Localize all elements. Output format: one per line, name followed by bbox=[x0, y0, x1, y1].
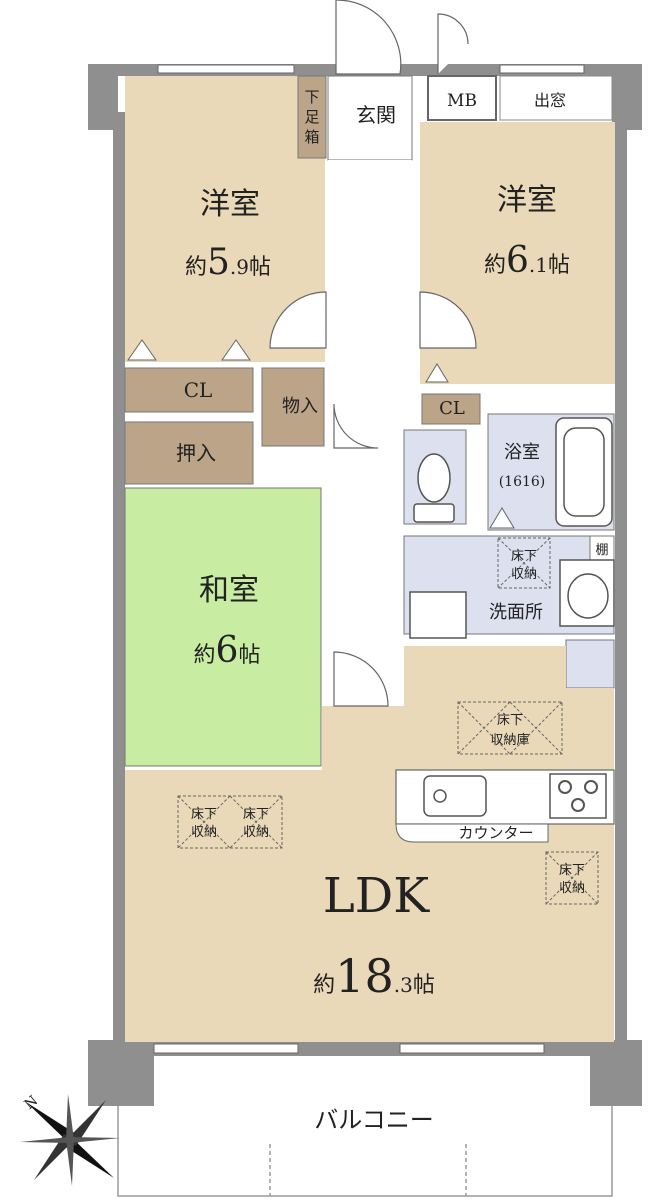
shelf-label: 棚 bbox=[595, 543, 608, 558]
underfloor-label-washroom-1: 床下 bbox=[511, 549, 537, 564]
bay-window-area bbox=[499, 75, 613, 121]
washitsu bbox=[124, 487, 322, 767]
utility-box bbox=[565, 639, 615, 689]
underfloor-label-ldk-a-2: 収納 bbox=[191, 825, 217, 840]
underfloor-label-ldk-a-1: 床下 bbox=[191, 807, 217, 822]
washbasin bbox=[559, 559, 615, 627]
underfloor-label-ldk-c-1: 床下 bbox=[559, 863, 585, 878]
doors bbox=[269, 0, 477, 707]
underfloor-ko-label-2: 収納庫 bbox=[490, 733, 529, 748]
shoe-cabinet-label-3: 箱 bbox=[304, 128, 319, 146]
ldk-size: 約18.3帖 bbox=[313, 949, 435, 1003]
storage-label: 物入 bbox=[282, 396, 318, 417]
oshiire bbox=[124, 421, 254, 485]
bathtub bbox=[555, 417, 613, 527]
top-windows bbox=[153, 64, 585, 1054]
mb-box bbox=[427, 75, 497, 121]
mb-label: MB bbox=[447, 91, 477, 111]
underfloor-label-ldk-b-1: 床下 bbox=[243, 807, 269, 822]
oshiire-label: 押入 bbox=[176, 441, 216, 465]
balcony bbox=[117, 1106, 613, 1197]
underfloor-label-ldk-b-2: 収納 bbox=[243, 825, 269, 840]
closet-left bbox=[124, 367, 254, 413]
shoe-cabinet-label-1: 下 bbox=[304, 88, 319, 106]
closet-right-label: CL bbox=[439, 398, 465, 419]
shelf bbox=[589, 535, 615, 563]
entrance-label: 玄関 bbox=[356, 103, 396, 127]
vent-markers bbox=[127, 339, 515, 529]
bathroom-code: (1616) bbox=[499, 474, 546, 490]
ldk-name: LDK bbox=[323, 868, 430, 924]
washitsu-name: 和室 bbox=[199, 573, 259, 608]
compass-icon bbox=[20, 1094, 120, 1186]
western-room-right-size: 約6.1帖 bbox=[484, 240, 570, 281]
counter-curve bbox=[395, 823, 549, 843]
counter-label: カウンター bbox=[458, 824, 533, 842]
western-room-left-size: 約5.9帖 bbox=[185, 242, 271, 283]
washing-machine-pan bbox=[409, 591, 467, 639]
toilet-fixture bbox=[413, 453, 455, 523]
bay-window-label: 出窓 bbox=[534, 91, 566, 110]
balcony-label: バルコニー bbox=[314, 1106, 434, 1134]
closet-right bbox=[421, 393, 481, 425]
bathroom-label: 浴室 bbox=[504, 442, 540, 463]
shoe-cabinet bbox=[297, 75, 327, 159]
storage bbox=[261, 367, 325, 447]
washitsu-size: 約6帖 bbox=[194, 630, 261, 671]
washroom-label: 洗面所 bbox=[489, 602, 543, 623]
ldk-room bbox=[125, 646, 614, 1042]
underfloor-label-ldk-c-2: 収納 bbox=[559, 881, 585, 896]
sink bbox=[423, 775, 487, 817]
underfloor-storage bbox=[177, 537, 599, 905]
closet-left-label: CL bbox=[184, 378, 213, 402]
western-room-right-name: 洋室 bbox=[497, 183, 557, 218]
underfloor-label-washroom-2: 収納 bbox=[511, 567, 537, 582]
western-room-left-name: 洋室 bbox=[200, 187, 260, 222]
underfloor-ko-label-1: 床下 bbox=[497, 713, 523, 728]
shoe-cabinet-label-2: 足 bbox=[304, 108, 319, 126]
entrance-area bbox=[327, 75, 413, 161]
